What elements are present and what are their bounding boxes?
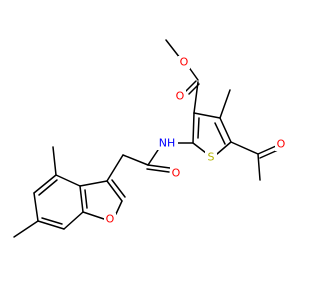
bond-o-c7a xyxy=(82,211,105,220)
bond-s-c2 xyxy=(192,142,207,154)
bond-c5-acetyl xyxy=(230,141,259,155)
bond-c2-c3-a xyxy=(192,112,195,144)
atom-label-o-furan: O xyxy=(106,213,115,226)
bond-acetyl-o-1 xyxy=(257,145,277,155)
bond-c5-s xyxy=(216,141,232,155)
bond-c4-c5-b xyxy=(214,122,226,145)
bond-c3-c2f-a xyxy=(106,180,123,202)
atom-label-o-amide: O xyxy=(172,167,181,180)
bond-c7-c6-b xyxy=(41,217,63,225)
atom-label-s-thiophene: S xyxy=(208,151,215,164)
bond-c7-c6-a xyxy=(37,220,65,230)
atom-s-thiophene: S xyxy=(205,150,217,164)
atom-label-o-acetyl: O xyxy=(277,138,286,151)
bond-c4-methyl xyxy=(52,146,57,176)
bond-c2-c3-b xyxy=(197,117,200,139)
atom-label-o-ester: O xyxy=(180,56,189,69)
bond-ring-methyl xyxy=(219,89,231,119)
bond-c5-c4-a xyxy=(33,174,57,194)
bond-c5-c4-b xyxy=(38,179,58,196)
bond-amide-o-2 xyxy=(146,168,170,173)
bond-c3-c3a xyxy=(79,180,108,187)
atom-o-acetyl: O xyxy=(275,138,287,151)
molecule-structure: O O O O O NH S xyxy=(13,39,287,238)
atom-o-furan: O xyxy=(104,213,116,226)
bond-carbonyl-ch2 xyxy=(122,154,149,166)
atom-label-n-amide: NH xyxy=(159,137,176,150)
bond-c3a-c7a-b xyxy=(84,189,88,209)
bond-c3-c2f-b xyxy=(111,179,126,198)
bond-ester-methyl xyxy=(165,39,181,59)
bond-n-carbonyl xyxy=(147,149,159,166)
atom-o-ester-carbonyl: O xyxy=(174,89,186,103)
bond-acetyl-o-2 xyxy=(259,149,279,159)
bond-c6-methyl xyxy=(13,220,39,238)
bond-acetyl-methyl xyxy=(257,153,261,181)
bond-amide-o-1 xyxy=(147,164,171,169)
bonds xyxy=(13,39,279,238)
bond-c6-c5 xyxy=(33,192,39,222)
bond-c2f-o xyxy=(115,200,123,215)
bond-c3a-c7a-a xyxy=(79,185,84,213)
bond-ester-carbonyl-1 xyxy=(185,80,197,92)
bond-ester-to-ring xyxy=(193,81,199,114)
bond-c7a-c7 xyxy=(63,211,84,230)
atom-n-amide: NH xyxy=(157,137,178,150)
molecule-canvas: O O O O O NH S xyxy=(13,39,287,238)
bond-c3-c4 xyxy=(193,112,221,119)
bond-ch2-c3 xyxy=(106,154,124,182)
bond-c4-c3a xyxy=(55,174,81,187)
atom-o-ester: O xyxy=(178,56,190,69)
atom-label-o-ester-carbonyl: O xyxy=(176,90,185,103)
bond-c4-c5-a xyxy=(219,117,232,143)
atom-o-amide: O xyxy=(170,167,182,180)
atom-labels: O O O O O NH S xyxy=(104,56,287,226)
